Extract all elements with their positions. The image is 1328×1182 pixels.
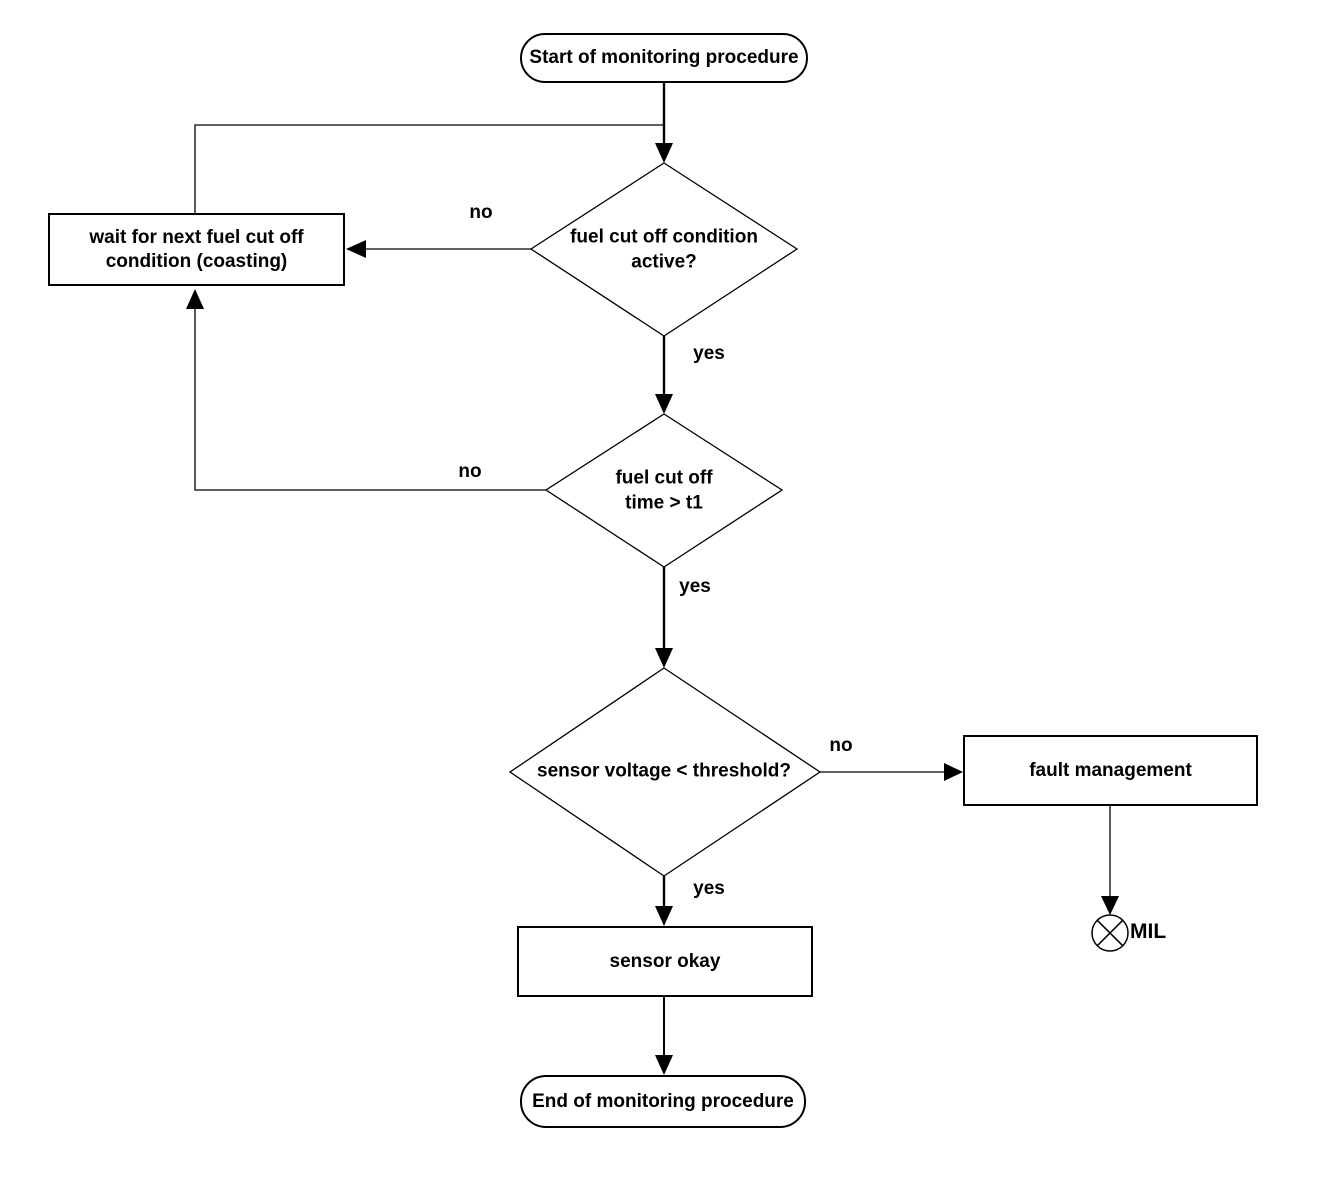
decision1-diamond-shape: [529, 162, 799, 337]
sensor-okay-label: sensor okay: [609, 950, 721, 972]
arrowhead-into-sensor-okay: [655, 906, 673, 926]
arrowhead-into-decision1: [655, 143, 673, 163]
decision2-no-label: no: [458, 461, 482, 482]
decision2-label-line1: fuel cut off: [615, 467, 713, 489]
arrowhead-into-wait-right: [346, 240, 366, 258]
arrowhead-into-mil: [1101, 896, 1119, 915]
decision3-yes-label: yes: [693, 878, 725, 899]
mil-label: MIL: [1130, 920, 1167, 943]
mil-lamp-icon: [1091, 914, 1129, 952]
decision2-diamond-shape: [544, 413, 784, 568]
mil-lamp-cross: [1096, 919, 1124, 947]
end-node-label: End of monitoring procedure: [532, 1090, 794, 1112]
arrowhead-into-decision2: [655, 394, 673, 414]
fault-management-node: fault management: [963, 735, 1258, 806]
arrowhead-into-end: [655, 1055, 673, 1075]
wait-process-node: wait for next fuel cut off condition (co…: [48, 213, 345, 286]
decision1-label: fuel cut off condition active?: [570, 225, 758, 274]
decision1-label-line1: fuel cut off condition: [570, 226, 758, 248]
decision2-label: fuel cut off time > t1: [615, 466, 712, 515]
decision3-label: sensor voltage < threshold?: [537, 760, 791, 782]
wait-process-label: wait for next fuel cut off condition (co…: [89, 226, 303, 274]
start-node: Start of monitoring procedure: [520, 33, 808, 83]
fault-management-label: fault management: [1029, 759, 1192, 781]
decision1-yes-label: yes: [693, 343, 725, 364]
start-node-label: Start of monitoring procedure: [529, 47, 799, 69]
arrowhead-into-fault: [944, 763, 963, 781]
connector-decision2-no: [194, 309, 546, 491]
decision2-label-line2: time > t1: [625, 492, 703, 513]
sensor-okay-node: sensor okay: [517, 926, 813, 997]
connector-wait-loopback: [194, 124, 664, 213]
end-node: End of monitoring procedure: [520, 1075, 806, 1128]
wait-process-label-line1: wait for next fuel cut off: [89, 226, 304, 248]
decision2-yes-label: yes: [679, 576, 711, 597]
decision3-diamond-shape: [508, 667, 822, 877]
decision1-label-line2: active?: [631, 251, 697, 272]
arrowhead-into-decision3: [655, 648, 673, 668]
wait-process-label-line2: condition (coasting): [105, 250, 288, 272]
decision1-no-label: no: [469, 202, 493, 223]
arrowhead-into-wait-bottom: [186, 289, 204, 309]
decision3-no-label: no: [829, 735, 853, 756]
